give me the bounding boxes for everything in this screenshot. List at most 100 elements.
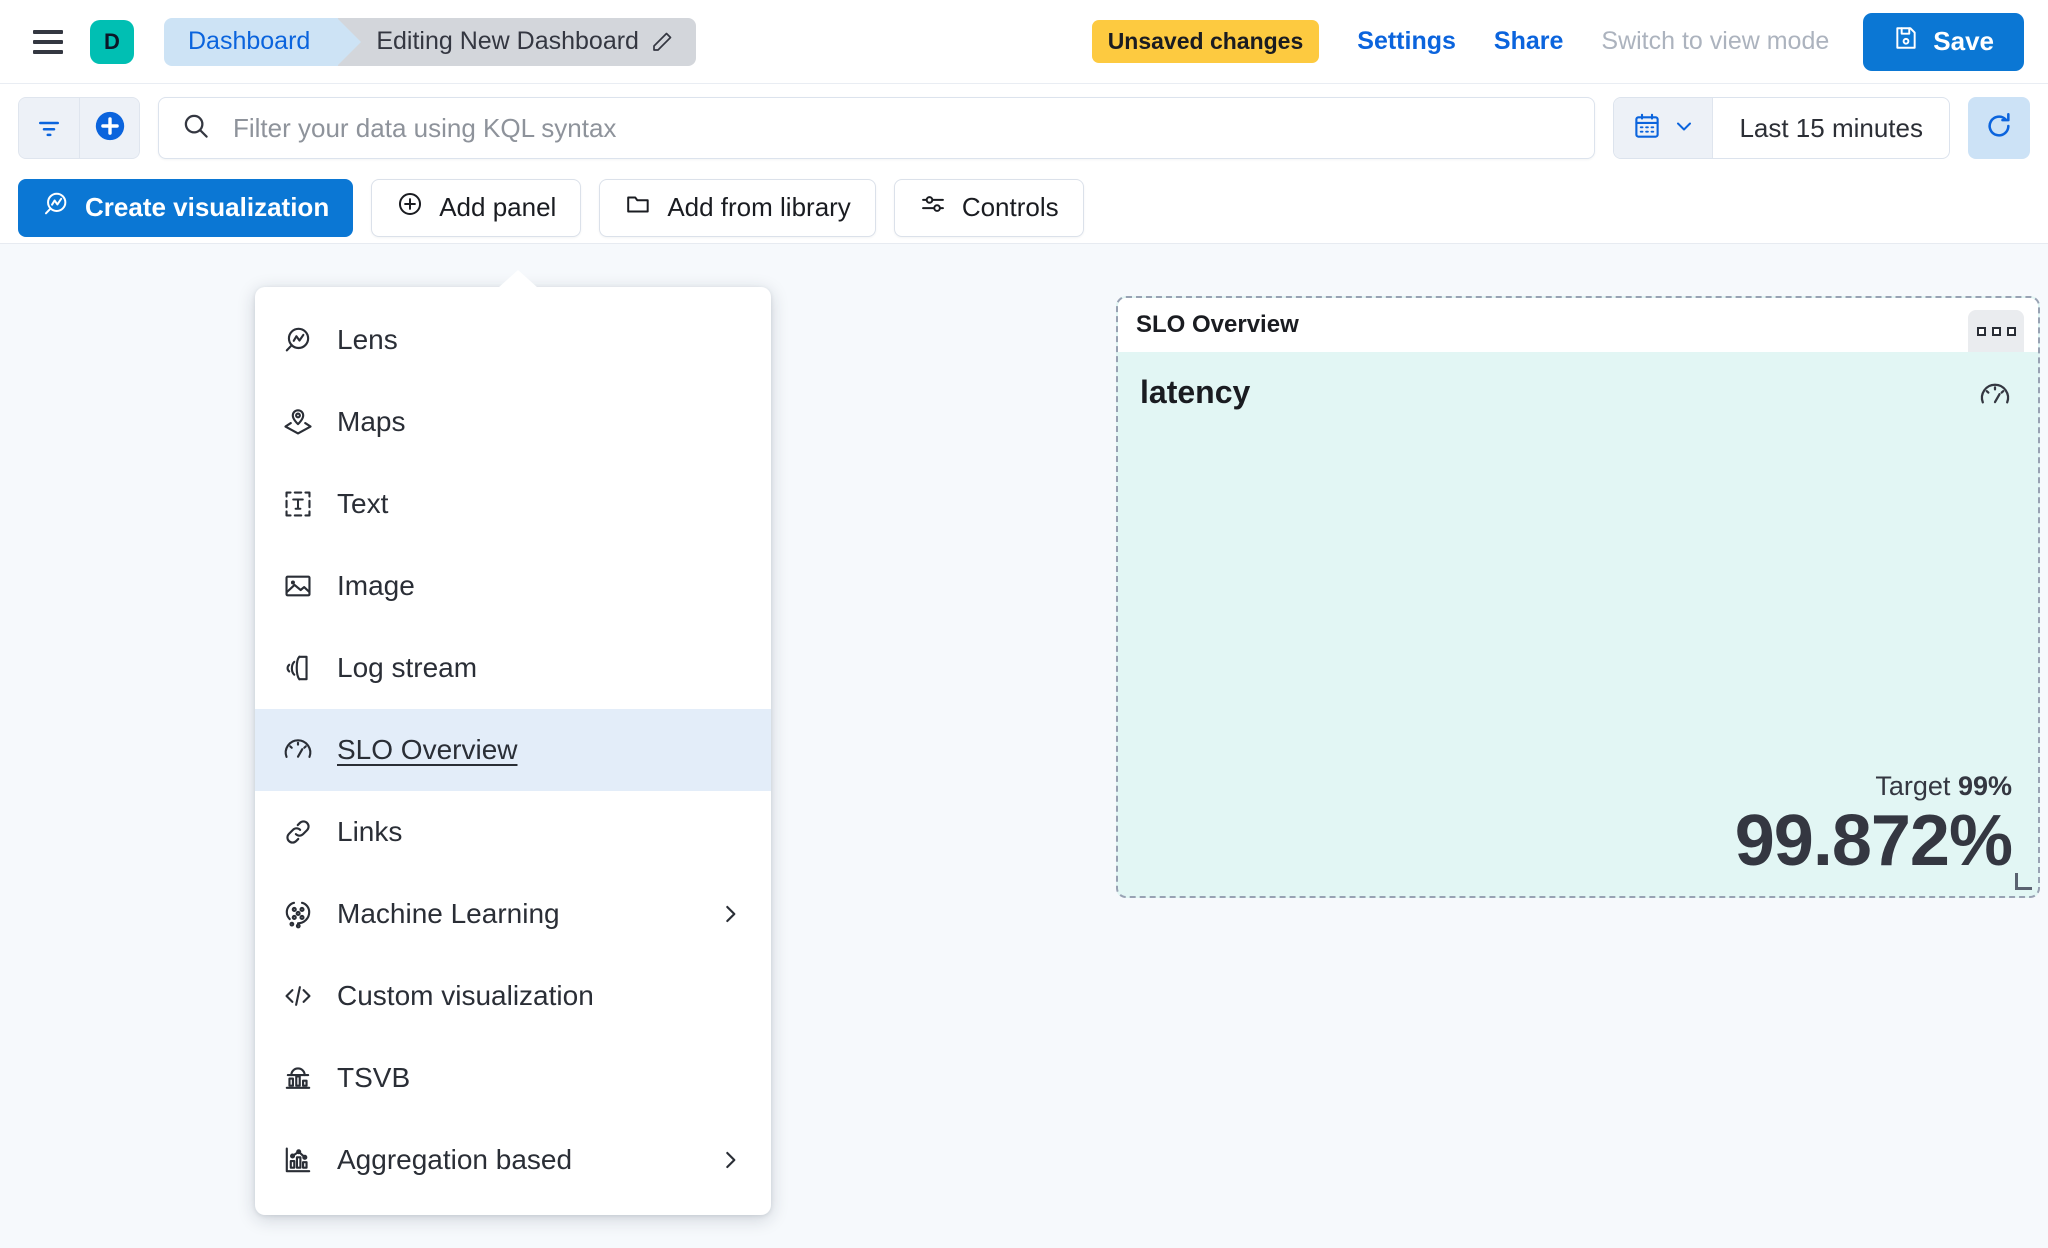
machine-learning-icon [281, 897, 315, 931]
tsvb-chart-icon [281, 1061, 315, 1095]
chevron-right-icon [717, 901, 743, 927]
menu-item-label: Custom visualization [337, 980, 594, 1011]
popover-arrow [498, 270, 538, 288]
panel-body: latency Target 99% 99.872% [1118, 352, 2038, 896]
breadcrumb-item-current[interactable]: Editing New Dashboard [338, 17, 696, 66]
add-panel-button[interactable]: Add panel [371, 178, 582, 237]
plus-circle-icon [396, 190, 424, 225]
menu-item-label: Log stream [337, 652, 478, 683]
menu-item-machine-learning[interactable]: Machine Learning [255, 873, 771, 955]
date-quick-select-button[interactable] [1614, 98, 1714, 158]
slo-metric-name: latency [1140, 374, 1251, 410]
search-input[interactable]: Filter your data using KQL syntax [158, 97, 1596, 159]
code-icon [281, 979, 315, 1013]
query-bar: Filter your data using KQL syntax [0, 84, 2048, 172]
share-link[interactable]: Share [1493, 27, 1564, 55]
menu-item-links[interactable]: Links [255, 791, 771, 873]
menu-item-label: Links [337, 816, 403, 847]
dashboard-toolbar: Create visualization Add panel Add from … [0, 172, 2048, 244]
context-menu-dot [1991, 326, 2001, 336]
refresh-button[interactable] [1968, 97, 2030, 159]
panel-header: SLO Overview [1118, 298, 2038, 352]
avatar[interactable]: D [90, 19, 134, 64]
hamburger-bar [33, 39, 63, 44]
context-menu-dot [1976, 326, 1986, 336]
create-visualization-button[interactable]: Create visualization [18, 178, 354, 237]
refresh-icon [1983, 110, 2015, 147]
menu-item-log-stream[interactable]: Log stream [255, 627, 771, 709]
search-placeholder: Filter your data using KQL syntax [233, 112, 617, 143]
breadcrumb-item-dashboard[interactable]: Dashboard [164, 17, 362, 66]
slo-metric-row: latency [1140, 374, 2012, 417]
menu-item-image[interactable]: Image [255, 545, 771, 627]
menu-item-label: Maps [337, 406, 406, 437]
menu-item-slo-overview[interactable]: SLO Overview [255, 709, 771, 791]
slo-target: Target 99% [1735, 771, 2012, 802]
panel-title: SLO Overview [1136, 311, 1299, 338]
controls-icon [919, 190, 947, 225]
image-icon [281, 569, 315, 603]
pencil-icon[interactable] [650, 30, 674, 54]
chevron-right-icon [717, 1147, 743, 1173]
menu-item-label: TSVB [337, 1062, 411, 1093]
link-icon [281, 815, 315, 849]
maps-pin-icon [281, 405, 315, 439]
breadcrumb: Dashboard Editing New Dashboard [164, 17, 696, 66]
hamburger-icon[interactable] [28, 22, 68, 62]
add-from-library-button[interactable]: Add from library [599, 178, 876, 237]
slo-target-value: 99% [1957, 771, 2012, 802]
breadcrumb-current-label: Editing New Dashboard [376, 27, 639, 55]
save-button[interactable]: Save [1863, 12, 2024, 71]
resize-handle-icon[interactable] [2014, 872, 2032, 890]
gauge-icon [281, 733, 315, 767]
lens-icon [42, 190, 70, 225]
hamburger-bar [33, 49, 63, 54]
menu-item-aggregation-based[interactable]: Aggregation based [255, 1119, 771, 1201]
context-menu-icon[interactable] [1968, 310, 2024, 352]
slo-sli-value: 99.872% [1734, 801, 2013, 882]
menu-item-text[interactable]: Text [255, 463, 771, 545]
menu-item-label: SLO Overview [337, 734, 518, 765]
slo-summary: Target 99% 99.872% [1734, 771, 2013, 882]
menu-item-label: Lens [337, 324, 398, 355]
breadcrumb-root-label: Dashboard [188, 27, 311, 55]
switch-to-view-mode-link[interactable]: Switch to view mode [1601, 27, 1830, 55]
calendar-icon [1632, 111, 1662, 146]
status-badge-unsaved[interactable]: Unsaved changes [1091, 20, 1320, 63]
menu-item-tsvb[interactable]: TSVB [255, 1037, 771, 1119]
add-from-library-label: Add from library [667, 192, 851, 222]
log-stream-icon [281, 651, 315, 685]
context-menu-dot [2006, 326, 2016, 336]
menu-item-label: Image [337, 570, 415, 601]
menu-item-label: Text [337, 488, 389, 519]
app-header: D Dashboard Editing New Dashboard Unsave… [0, 0, 2048, 84]
hamburger-bar [33, 29, 63, 34]
controls-button[interactable]: Controls [893, 178, 1084, 237]
menu-item-custom-visualization[interactable]: Custom visualization [255, 955, 771, 1037]
gauge-icon [1978, 378, 2012, 417]
text-box-icon [281, 487, 315, 521]
add-filter-button[interactable] [79, 98, 139, 158]
folder-icon [624, 190, 652, 225]
menu-item-label: Aggregation based [337, 1144, 573, 1175]
menu-item-maps[interactable]: Maps [255, 381, 771, 463]
lens-icon [281, 323, 315, 357]
time-range-value[interactable]: Last 15 minutes [1739, 112, 1923, 143]
controls-label: Controls [961, 192, 1059, 222]
add-panel-label: Add panel [439, 192, 557, 222]
settings-link[interactable]: Settings [1357, 27, 1456, 55]
save-button-label: Save [1933, 26, 1994, 56]
filter-icon[interactable] [19, 98, 79, 158]
time-picker: Last 15 minutes [1613, 97, 1950, 159]
save-disk-icon [1893, 25, 1919, 58]
menu-item-label: Machine Learning [337, 898, 560, 929]
add-circle-icon [93, 109, 127, 148]
slo-overview-panel[interactable]: SLO Overview latency Target 99% [1116, 296, 2040, 898]
create-visualization-label: Create visualization [85, 192, 330, 222]
menu-item-lens[interactable]: Lens [255, 299, 771, 381]
search-icon [181, 111, 211, 146]
filter-button-group [18, 97, 140, 159]
slo-target-prefix: Target [1875, 771, 1951, 802]
